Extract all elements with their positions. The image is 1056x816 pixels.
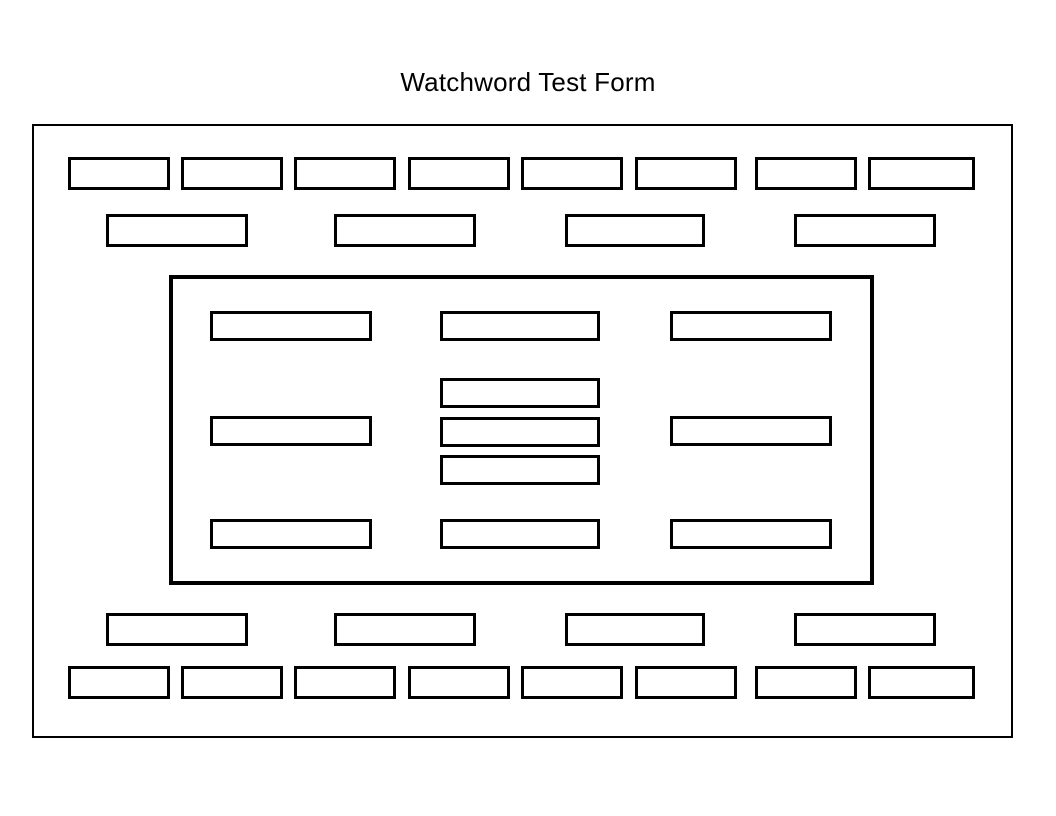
field-value: [337, 217, 473, 244]
top-row-four-field-3[interactable]: [565, 214, 705, 247]
inner-panel-middle-column-field-5[interactable]: [440, 519, 600, 549]
top-row-eight-field-5[interactable]: [521, 157, 623, 190]
top-row-four-field-1[interactable]: [106, 214, 248, 247]
top-row-eight-field-6[interactable]: [635, 157, 737, 190]
top-row-eight-field-8[interactable]: [868, 157, 975, 190]
field-value: [337, 616, 473, 643]
field-value: [871, 160, 972, 187]
bottom-row-eight-field-7[interactable]: [755, 666, 857, 699]
page-title: Watchword Test Form: [400, 67, 656, 98]
field-value: [673, 314, 829, 338]
field-value: [568, 616, 702, 643]
field-value: [524, 669, 620, 696]
bottom-row-eight-field-3[interactable]: [294, 666, 396, 699]
inner-panel-left-column-field-3[interactable]: [210, 519, 372, 549]
field-value: [184, 669, 280, 696]
top-row-four-field-2[interactable]: [334, 214, 476, 247]
bottom-row-four-field-3[interactable]: [565, 613, 705, 646]
bottom-row-eight-field-1[interactable]: [68, 666, 170, 699]
field-value: [568, 217, 702, 244]
field-value: [758, 160, 854, 187]
top-row-eight-field-7[interactable]: [755, 157, 857, 190]
field-value: [109, 217, 245, 244]
field-value: [797, 616, 933, 643]
bottom-row-eight-field-2[interactable]: [181, 666, 283, 699]
field-value: [524, 160, 620, 187]
bottom-row-four-field-2[interactable]: [334, 613, 476, 646]
inner-panel-left-column-field-1[interactable]: [210, 311, 372, 341]
field-value: [673, 419, 829, 443]
inner-panel-left-column-field-2[interactable]: [210, 416, 372, 446]
field-value: [871, 669, 972, 696]
field-value: [71, 669, 167, 696]
top-row-four-field-4[interactable]: [794, 214, 936, 247]
top-row-eight-field-2[interactable]: [181, 157, 283, 190]
top-row-eight-field-4[interactable]: [408, 157, 510, 190]
field-value: [673, 522, 829, 546]
bottom-row-four-field-4[interactable]: [794, 613, 936, 646]
bottom-row-eight-field-5[interactable]: [521, 666, 623, 699]
field-value: [443, 420, 597, 444]
inner-panel-middle-column-field-3[interactable]: [440, 417, 600, 447]
field-value: [443, 458, 597, 482]
field-value: [638, 669, 734, 696]
inner-panel-right-column-field-3[interactable]: [670, 519, 832, 549]
bottom-row-eight-field-8[interactable]: [868, 666, 975, 699]
field-value: [71, 160, 167, 187]
field-value: [411, 160, 507, 187]
field-value: [758, 669, 854, 696]
bottom-row-four-field-1[interactable]: [106, 613, 248, 646]
field-value: [443, 314, 597, 338]
field-value: [213, 522, 369, 546]
inner-panel-middle-column-field-4[interactable]: [440, 455, 600, 485]
field-value: [797, 217, 933, 244]
field-value: [184, 160, 280, 187]
inner-panel-right-column-field-1[interactable]: [670, 311, 832, 341]
field-value: [297, 160, 393, 187]
field-value: [109, 616, 245, 643]
bottom-row-eight-field-6[interactable]: [635, 666, 737, 699]
inner-panel-middle-column-field-1[interactable]: [440, 311, 600, 341]
field-value: [638, 160, 734, 187]
inner-panel-right-column-field-2[interactable]: [670, 416, 832, 446]
field-value: [443, 381, 597, 405]
top-row-eight-field-1[interactable]: [68, 157, 170, 190]
inner-panel-middle-column-field-2[interactable]: [440, 378, 600, 408]
field-value: [411, 669, 507, 696]
field-value: [213, 314, 369, 338]
field-value: [297, 669, 393, 696]
field-value: [443, 522, 597, 546]
top-row-eight-field-3[interactable]: [294, 157, 396, 190]
bottom-row-eight-field-4[interactable]: [408, 666, 510, 699]
field-value: [213, 419, 369, 443]
